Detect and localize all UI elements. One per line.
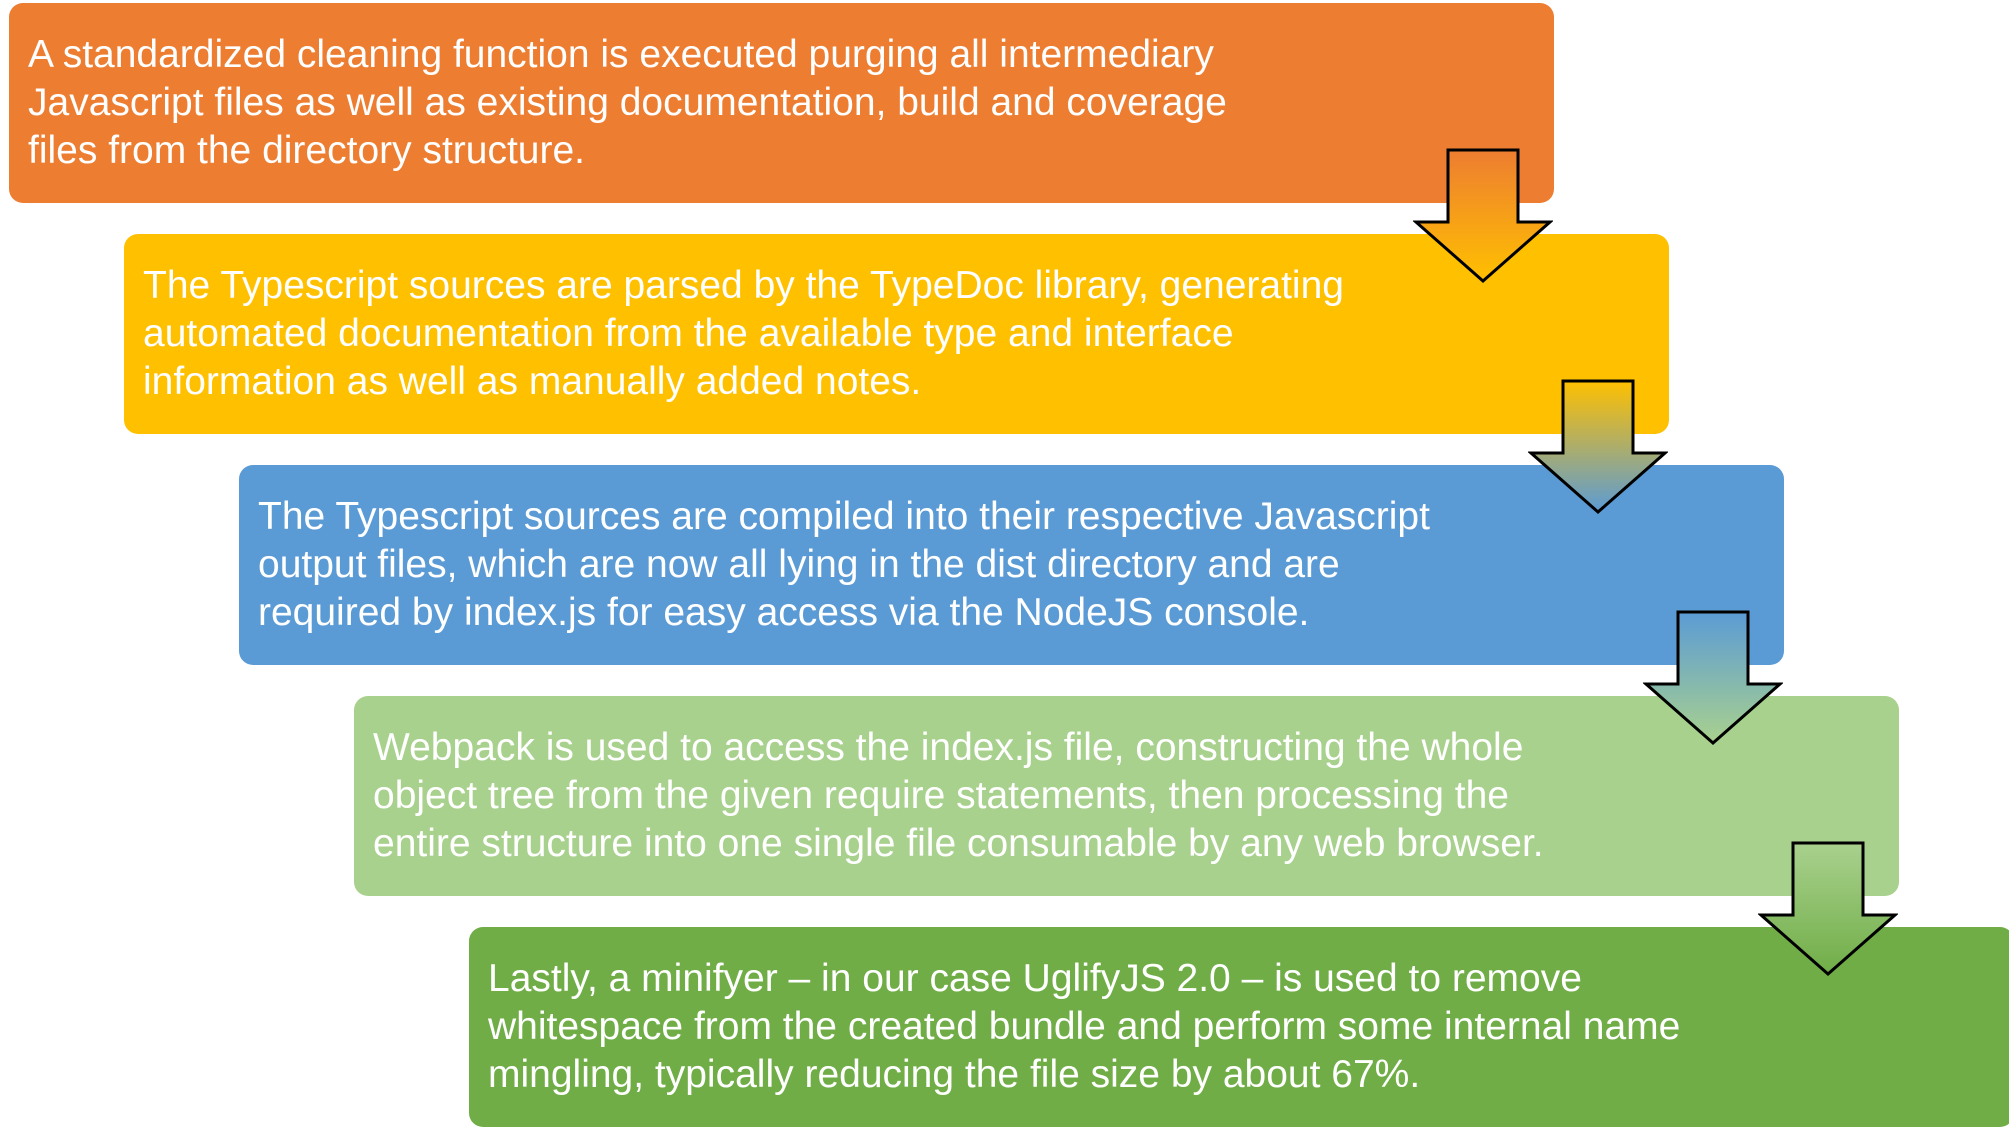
step-4-text: Webpack is used to access the index.js f…	[373, 726, 1544, 865]
step-2-text: The Typescript sources are parsed by the…	[143, 264, 1344, 403]
down-arrow-icon	[1758, 841, 1898, 976]
process-step-3: The Typescript sources are compiled into…	[239, 465, 1784, 665]
step-3-text: The Typescript sources are compiled into…	[258, 495, 1430, 634]
down-arrow-icon	[1643, 610, 1783, 745]
process-step-2: The Typescript sources are parsed by the…	[124, 234, 1669, 434]
down-arrow-icon	[1528, 379, 1668, 514]
down-arrow-icon	[1413, 148, 1553, 283]
process-step-5: Lastly, a minifyer – in our case UglifyJ…	[469, 927, 2009, 1127]
process-step-4: Webpack is used to access the index.js f…	[354, 696, 1899, 896]
step-1-text: A standardized cleaning function is exec…	[28, 33, 1227, 172]
process-step-1: A standardized cleaning function is exec…	[9, 3, 1554, 203]
step-5-text: Lastly, a minifyer – in our case UglifyJ…	[488, 957, 1681, 1096]
